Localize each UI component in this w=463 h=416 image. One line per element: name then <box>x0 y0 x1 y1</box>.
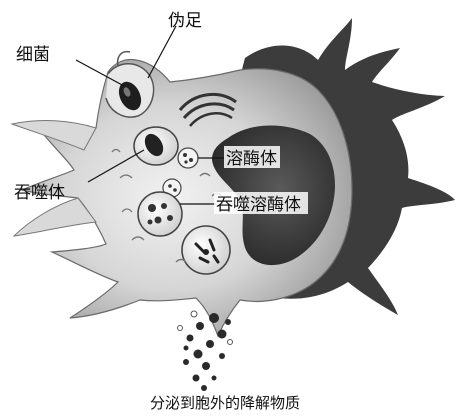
small-vesicle-dot <box>168 184 172 188</box>
phagolysosome-dot <box>155 217 162 224</box>
label-lysosome: 溶酶体 <box>226 149 277 169</box>
lysosome-dot <box>183 153 187 157</box>
label-bacteria: 细菌 <box>16 45 50 65</box>
phagolysosome-dot <box>148 220 153 225</box>
label-phagosome: 吞噬体 <box>14 183 65 203</box>
label-phagolysosome: 吞噬溶酶体 <box>216 195 301 215</box>
residual-body-dot <box>203 249 209 255</box>
phagolysosome-dot <box>161 203 167 209</box>
lysosome-dot <box>184 160 187 163</box>
lysosome-dot <box>189 158 193 162</box>
phagolysosome-dot <box>148 204 156 212</box>
label-pseudopod: 伪足 <box>168 11 202 31</box>
phagolysosome-dot <box>167 215 173 221</box>
phagolysosome <box>138 192 182 236</box>
lysosome <box>178 148 198 168</box>
leader-pseudopod <box>148 26 176 78</box>
label-secretion: 分泌到胞外的降解物质 <box>150 394 300 412</box>
small-vesicle-dot <box>173 188 177 192</box>
